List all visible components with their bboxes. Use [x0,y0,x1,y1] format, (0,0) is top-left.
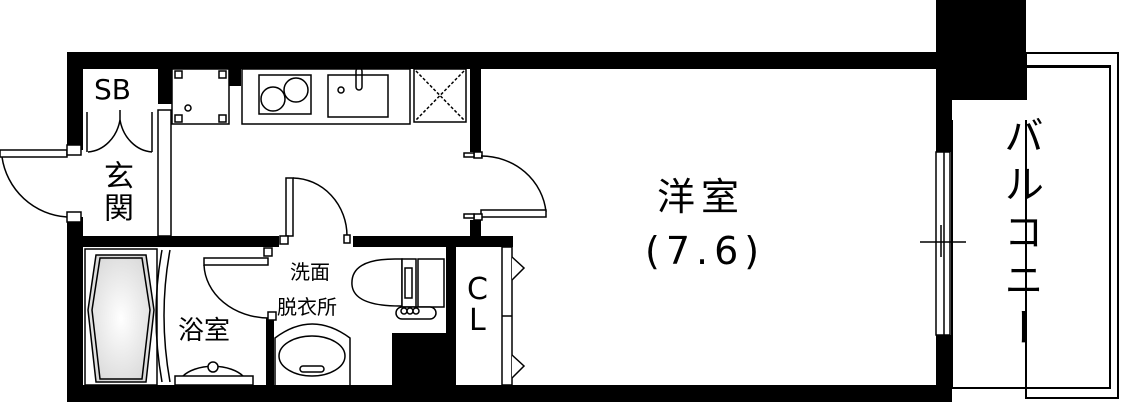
balcony-window [920,151,966,336]
bathtub [84,248,171,386]
washbasin [274,323,351,385]
closet-label-line2: L [469,303,486,338]
kitchen-counter [241,67,411,125]
entrance-label: 玄関 [98,160,133,224]
walls [67,0,1026,402]
bathroom-door [203,247,277,321]
shoe-box-doors [86,110,153,153]
washroom-label-line2: 脱衣所 [277,295,337,319]
western-room-label: 洋室 [657,175,746,219]
utility-box [171,68,230,125]
entrance-door [0,144,82,223]
western-room-door [463,151,547,221]
bathroom-label: 浴室 [178,316,231,346]
shoe-box-label: SB [94,73,131,106]
closet-label-line1: C [467,272,488,307]
toilet [351,258,445,320]
closet-doors [501,246,526,386]
washing-machine-pan [413,68,467,123]
washroom-door [279,177,351,245]
western-room-size: (7.6) [645,229,766,273]
bathroom-sink [174,361,254,386]
hallway-step [157,109,172,237]
balcony-label: バルコニー [997,115,1043,355]
washroom-label-line1: 洗面 [290,260,330,284]
